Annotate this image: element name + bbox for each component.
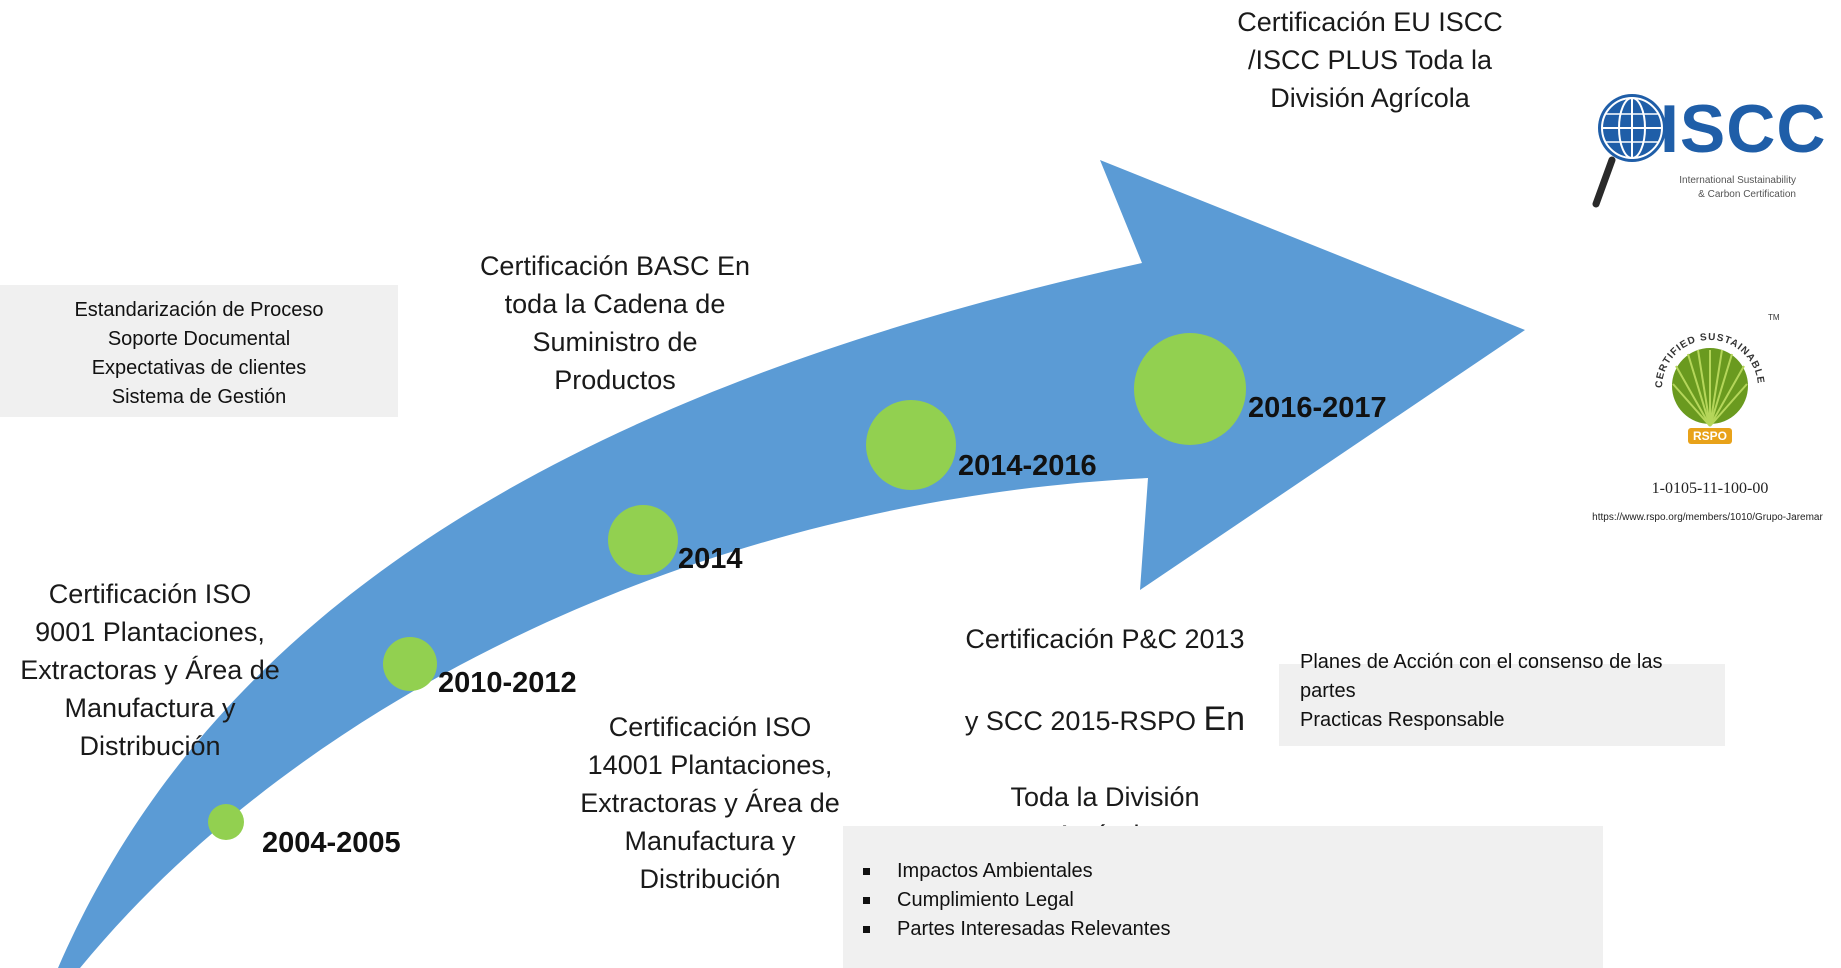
bullet-list: Impactos Ambientales Cumplimiento Legal … bbox=[843, 857, 1603, 944]
note-right-line: Planes de Acción con el consenso de las bbox=[1300, 651, 1663, 673]
note-box-top-left: Estandarización de Proceso Soporte Docum… bbox=[0, 285, 398, 417]
milestone-dot-2004 bbox=[208, 804, 244, 840]
note-box-bottom: Impactos Ambientales Cumplimiento Legal … bbox=[843, 826, 1603, 968]
milestone-dot-2014 bbox=[608, 505, 678, 575]
note-top-left-line: Soporte Documental bbox=[107, 328, 291, 350]
label-rspo-line2b: En bbox=[1203, 700, 1246, 738]
iscc-logo-text: ISCC bbox=[1660, 91, 1827, 167]
label-iso9001: Certificación ISO 9001 Plantaciones, Ext… bbox=[20, 579, 280, 761]
year-label-2010-2012: 2010-2012 bbox=[438, 667, 577, 699]
year-label-2014-2016: 2014-2016 bbox=[958, 450, 1097, 482]
note-top-left-text: Estandarización de Proceso Soporte Docum… bbox=[0, 285, 398, 412]
note-box-right bbox=[1279, 664, 1725, 746]
note-right-line: partes bbox=[1300, 680, 1356, 702]
year-label-2014: 2014 bbox=[678, 543, 743, 575]
label-iso14001: Certificación ISO 14001 Plantaciones, Ex… bbox=[580, 712, 840, 894]
rspo-member-url: https://www.rspo.org/members/1010/Grupo-… bbox=[1592, 512, 1823, 523]
bullet-square-icon bbox=[863, 926, 870, 933]
label-iscc: Certificación EU ISCC /ISCC PLUS Toda la… bbox=[1237, 7, 1503, 113]
rspo-badge-text: RSPO bbox=[1693, 429, 1727, 443]
bullet-item: Cumplimiento Legal bbox=[843, 886, 1603, 915]
label-rspo-line2: y SCC 2015-RSPO En bbox=[930, 700, 1280, 740]
milestone-dot-2016-2017 bbox=[1134, 333, 1246, 445]
bullet-item: Partes Interesadas Relevantes bbox=[843, 915, 1603, 944]
rspo-member-id: 1-0105-11-100-00 bbox=[1651, 480, 1769, 497]
label-rspo-line2a: y SCC 2015-RSPO bbox=[964, 706, 1204, 736]
rspo-logo: CERTIFIED SUSTAINABLE PALM OIL RSPO TM bbox=[1635, 300, 1780, 458]
milestone-dot-2010 bbox=[383, 637, 437, 691]
milestone-dot-2014-2016 bbox=[866, 400, 956, 490]
bullet-text: Cumplimiento Legal bbox=[897, 889, 1074, 911]
iscc-tagline: International Sustainability & Carbon Ce… bbox=[1650, 174, 1796, 202]
year-label-2004-2005: 2004-2005 bbox=[262, 827, 401, 859]
globe-magnifier-icon bbox=[1592, 94, 1666, 208]
bullet-text: Impactos Ambientales bbox=[897, 860, 1093, 882]
label-basc: Certificación BASC En toda la Cadena de … bbox=[479, 251, 751, 395]
iscc-tagline-line-1: International Sustainability bbox=[1679, 175, 1796, 186]
rspo-tm: TM bbox=[1768, 313, 1780, 322]
note-top-left-line: Sistema de Gestión bbox=[111, 386, 287, 408]
bullet-item: Impactos Ambientales bbox=[843, 857, 1603, 886]
note-top-left-line: Estandarización de Proceso bbox=[74, 299, 324, 321]
bullet-square-icon bbox=[863, 897, 870, 904]
label-rspo-line1: Certificación P&C 2013 bbox=[965, 624, 1245, 654]
note-right-text: Planes de Acción con el consenso de las … bbox=[1300, 648, 1720, 735]
bullet-text: Partes Interesadas Relevantes bbox=[897, 918, 1171, 940]
iscc-logo: ISCC International Sustainability & Carb… bbox=[1590, 88, 1825, 218]
note-right-line: Practicas Responsable bbox=[1300, 709, 1505, 731]
palm-icon: CERTIFIED SUSTAINABLE PALM OIL RSPO TM bbox=[1635, 300, 1780, 444]
year-label-2016-2017: 2016-2017 bbox=[1248, 392, 1387, 424]
bullet-square-icon bbox=[863, 868, 870, 875]
iscc-tagline-line-2: & Carbon Certification bbox=[1698, 189, 1796, 200]
note-top-left-line: Expectativas de clientes bbox=[91, 357, 307, 379]
